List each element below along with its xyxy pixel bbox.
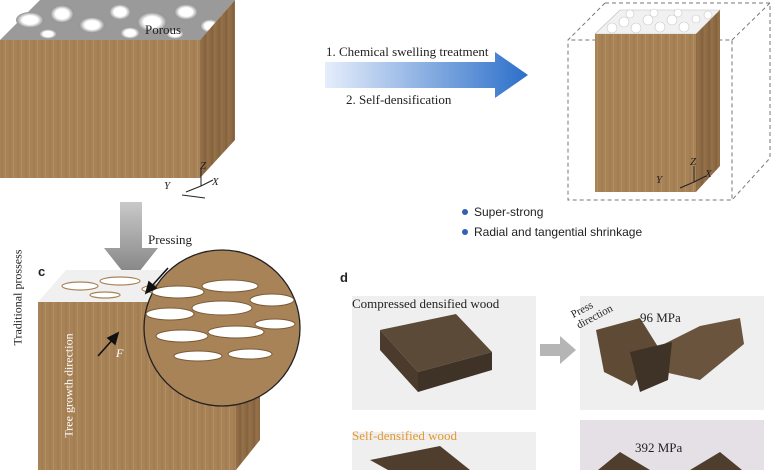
axis-x-top-left: X xyxy=(212,176,219,188)
tree-growth-direction-label: Tree growth direction xyxy=(61,333,76,438)
porous-front-face xyxy=(0,40,200,178)
axis-z-top-right: Z xyxy=(690,156,697,168)
photo-self-densified-right xyxy=(580,420,764,470)
axis-z-top-left: Z xyxy=(200,160,207,172)
photo-self-densified-left xyxy=(352,432,536,470)
break-arrow xyxy=(540,336,576,364)
porous-wood-block xyxy=(0,0,235,178)
feature-item: Radial and tangential shrinkage xyxy=(462,225,642,239)
densified-pore-pattern xyxy=(606,8,713,34)
axes-top-right xyxy=(679,166,707,189)
panel-c-tag: c xyxy=(38,264,46,279)
axis-x-top-right: X xyxy=(705,168,712,180)
self-densified-wood-label: Self-densified wood xyxy=(352,428,458,443)
panel-d-tag: d xyxy=(340,270,348,285)
feature-list: Super-strong Radial and tangential shrin… xyxy=(462,205,642,239)
feature-item: Super-strong xyxy=(462,205,642,219)
densified-front-face xyxy=(595,34,696,192)
self-densified-strength: 392 MPa xyxy=(635,440,683,455)
compressed-wood-label: Compressed densified wood xyxy=(352,296,500,311)
magnified-view xyxy=(143,249,301,407)
pore-pattern xyxy=(16,4,220,39)
axis-y-top-right: Y xyxy=(656,174,663,186)
densified-wood-block xyxy=(567,2,771,201)
porous-side-face xyxy=(200,0,235,178)
pressing-arrow xyxy=(104,202,158,282)
photo-compressed-intact xyxy=(352,296,536,410)
feature-text: Super-strong xyxy=(474,205,544,219)
porous-label: Porous xyxy=(145,22,182,37)
bullet-icon xyxy=(462,209,468,215)
bullet-icon xyxy=(462,229,468,235)
force-label: F xyxy=(116,346,124,360)
force-arrows xyxy=(97,267,169,357)
pressing-label: Pressing xyxy=(148,232,193,247)
side-label: Traditional prossess xyxy=(10,249,25,346)
densified-side-face xyxy=(696,10,720,192)
feature-text: Radial and tangential shrinkage xyxy=(474,225,643,239)
compressed-strength: 96 MPa xyxy=(640,310,681,325)
axis-y-top-left: Y xyxy=(164,180,171,192)
process-step-1: 1. Chemical swelling treatment xyxy=(326,44,489,59)
process-step-2: 2. Self-densification xyxy=(346,92,452,107)
process-arrow xyxy=(325,52,528,98)
photo-compressed-broken xyxy=(580,296,764,410)
axes-top-left xyxy=(181,168,214,199)
